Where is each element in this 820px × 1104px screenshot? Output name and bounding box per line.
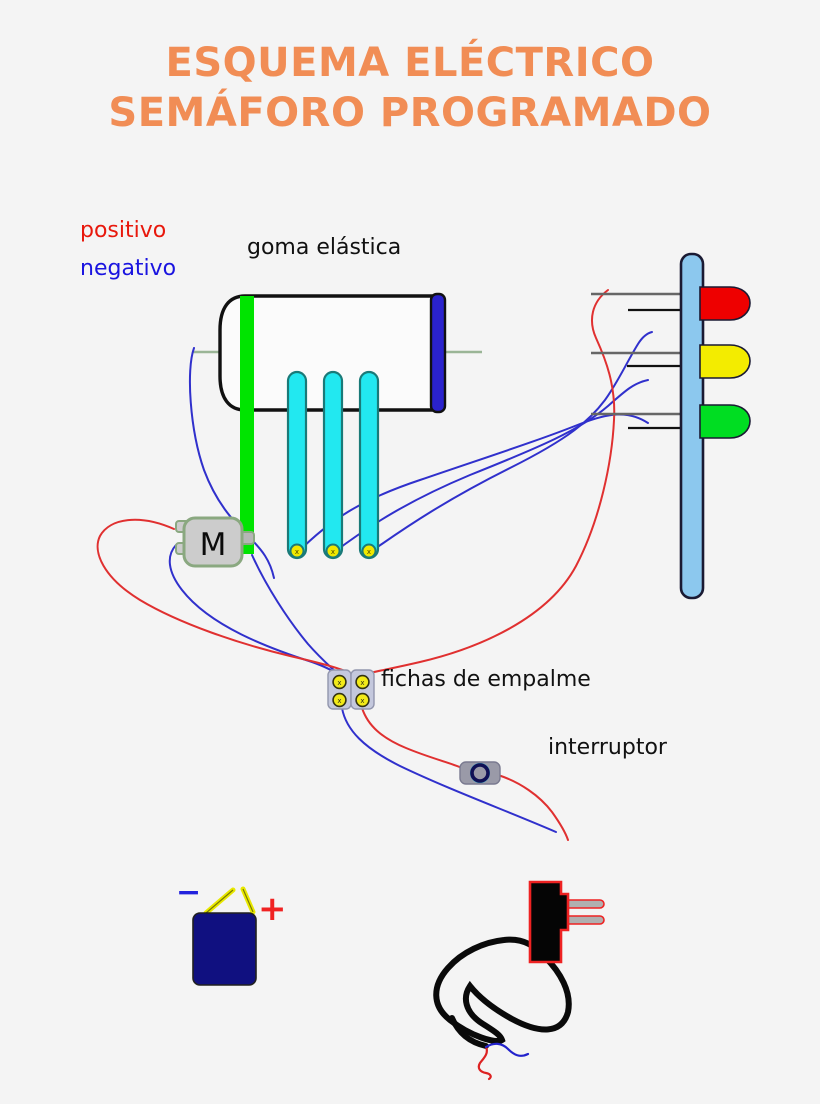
positive-wire-group bbox=[96, 289, 616, 841]
motor-body bbox=[182, 516, 244, 568]
battery-body bbox=[192, 912, 257, 986]
contact-screw-3 bbox=[361, 543, 377, 559]
connector-blocks-label: fichas de empalme bbox=[381, 667, 591, 692]
switch-ring-icon bbox=[470, 763, 490, 783]
plug-wire-blue bbox=[484, 1042, 530, 1057]
battery bbox=[192, 886, 257, 986]
terminal-blocks: x x x x bbox=[327, 669, 375, 710]
drum-body bbox=[218, 292, 447, 554]
battery-plus-sign: + bbox=[258, 889, 287, 929]
red-lamp bbox=[699, 286, 751, 321]
yellow-lamp bbox=[699, 344, 751, 379]
blue-wire-block-out bbox=[341, 707, 557, 833]
svg-text:x: x bbox=[360, 679, 364, 687]
battery-minus-sign: − bbox=[176, 875, 202, 910]
red-wire-switch-out bbox=[497, 774, 569, 841]
blue-wire-motor-down bbox=[188, 347, 275, 579]
contact-strip-1: x bbox=[286, 370, 308, 560]
motor-label: M bbox=[199, 527, 227, 563]
svg-text:x: x bbox=[337, 697, 341, 705]
power-plug bbox=[433, 880, 605, 1081]
drum-green-strip bbox=[240, 296, 254, 554]
svg-text:x: x bbox=[331, 548, 335, 556]
traffic-light-leads bbox=[591, 292, 690, 430]
rubber-band-label: goma elástica bbox=[247, 235, 402, 260]
motor bbox=[175, 516, 255, 568]
traffic-light bbox=[679, 252, 751, 600]
red-wire-block-to-switch bbox=[361, 707, 463, 769]
plug-body bbox=[528, 880, 570, 964]
blue-wire-contact-2 bbox=[332, 379, 649, 554]
terminal-block-2: x x bbox=[350, 669, 375, 710]
red-wire-light-to-block bbox=[361, 289, 616, 676]
red-wire-motor-loop bbox=[96, 518, 353, 675]
green-lamp bbox=[699, 404, 751, 439]
plug-wire-red bbox=[477, 1045, 492, 1081]
contact-strips: x x x bbox=[286, 370, 380, 560]
contact-strip-2: x bbox=[322, 370, 344, 560]
legend-positive-label: positivo bbox=[80, 218, 167, 243]
legend-negative-label: negativo bbox=[80, 256, 177, 281]
contact-screw-1 bbox=[289, 543, 305, 559]
switch[interactable] bbox=[459, 761, 501, 785]
blue-wire-contact-1 bbox=[296, 413, 649, 554]
contact-screw-2 bbox=[325, 543, 341, 559]
drum-blue-strip bbox=[429, 292, 447, 414]
terminal-block-1: x x bbox=[327, 669, 352, 710]
svg-text:x: x bbox=[360, 697, 364, 705]
contact-strip-3: x bbox=[358, 370, 380, 560]
svg-text:x: x bbox=[337, 679, 341, 687]
blue-wire-motor-lead bbox=[168, 544, 341, 677]
plug-cable-tail bbox=[449, 1015, 489, 1049]
svg-text:x: x bbox=[367, 548, 371, 556]
switch-label: interruptor bbox=[548, 735, 667, 760]
plug-cable bbox=[433, 936, 572, 1044]
switch-body bbox=[459, 761, 501, 785]
svg-text:x: x bbox=[295, 548, 299, 556]
